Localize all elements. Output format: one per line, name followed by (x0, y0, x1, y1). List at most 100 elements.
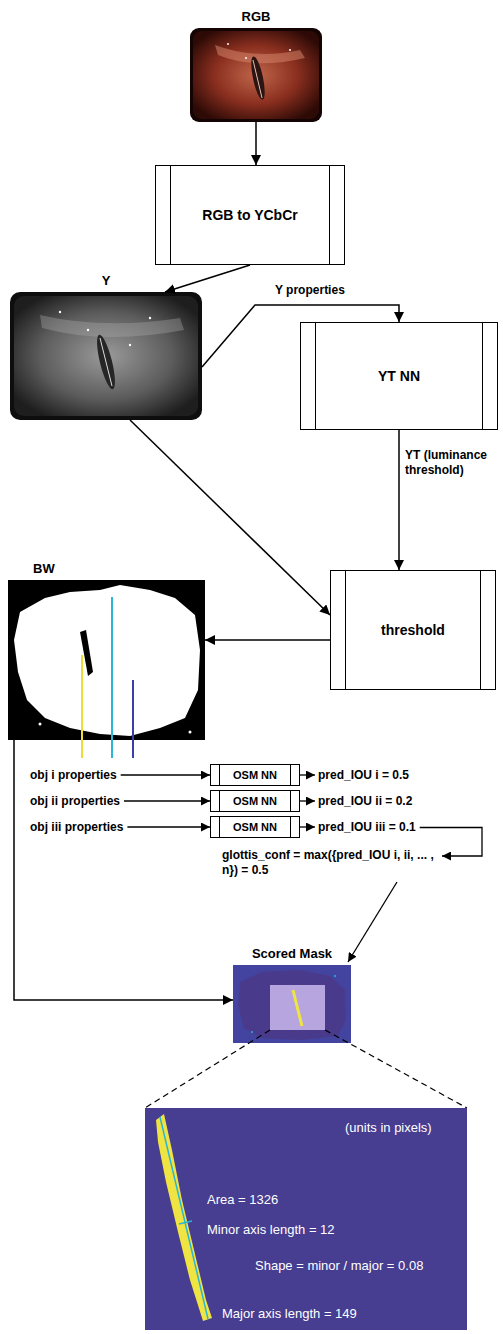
glottis-slit (93, 333, 118, 390)
leader-arrow (127, 826, 210, 827)
leader-arrow (300, 826, 315, 827)
tissue (215, 45, 305, 63)
process-bar (345, 571, 346, 689)
object-leader (111, 597, 113, 758)
image-panel: Y (10, 292, 202, 420)
leader-arrow (300, 800, 315, 801)
process-bar (219, 765, 220, 785)
image-panel: RGB (190, 28, 322, 122)
measurement-text: Minor axis length = 12 (207, 1222, 335, 1238)
leader-arrow (300, 774, 315, 775)
zoom-line (145, 1030, 270, 1108)
process-bar (329, 166, 330, 264)
annotation-label: obj i properties (30, 768, 117, 783)
zoom-box (270, 985, 325, 1030)
glottis-object (293, 990, 302, 1026)
process-bar (315, 323, 316, 429)
glottis-slit (249, 55, 268, 100)
glint (87, 329, 89, 331)
flow-arrow (255, 122, 257, 165)
leader-arrow (348, 882, 397, 962)
process-bar (482, 323, 483, 429)
edge-label: YT (luminance threshold) (405, 448, 490, 478)
box-label: threshold (381, 622, 445, 639)
process-box: RGB to YCbCr (155, 165, 345, 265)
rgb-image (190, 28, 322, 122)
vocal-fold (100, 338, 112, 386)
object-leader (132, 680, 134, 758)
process-box: OSM NN (210, 790, 300, 812)
box-label: YT NN (378, 368, 420, 385)
image-body (233, 965, 351, 1043)
flow-arrow (130, 420, 330, 615)
process-box: YT NN (300, 322, 498, 430)
image-title: RGB (190, 9, 322, 25)
speck (39, 723, 42, 726)
glint (245, 57, 247, 59)
measurement-text: (units in pixels) (345, 1120, 432, 1136)
process-bar (219, 791, 220, 811)
scored-mask-image (233, 965, 351, 1043)
zoom-inset-panel: (units in pixels) Area = 1326Minor axis l… (145, 1108, 467, 1330)
zoom-inset (145, 1108, 467, 1330)
glint (59, 311, 61, 313)
threshold-blob (14, 585, 200, 736)
object-leader (81, 655, 83, 758)
zoom-line (325, 1030, 467, 1108)
glint (289, 49, 291, 51)
glint (149, 317, 151, 319)
annotation-label: obj iii properties (30, 820, 123, 835)
process-bar (290, 791, 291, 811)
image-title: BW (8, 561, 205, 577)
box-label: OSM NN (233, 795, 277, 808)
image-title: Scored Mask (233, 946, 351, 962)
box-label: OSM NN (233, 821, 277, 834)
image-frame (190, 28, 322, 122)
process-bar (480, 571, 481, 689)
flow-arrow (14, 740, 233, 1000)
image-title: Y (10, 273, 202, 289)
speck (251, 1031, 253, 1033)
annotation-label: pred_IOU i = 0.5 (318, 768, 409, 783)
flow-arrow (398, 430, 400, 570)
process-bar (170, 166, 171, 264)
box-label: RGB to YCbCr (202, 207, 297, 224)
glottis-shape (156, 1114, 212, 1321)
annotation-label: pred_IOU ii = 0.2 (318, 794, 412, 809)
annotation-label: glottis_conf = max({pred_IOU i, ii, ... … (222, 848, 437, 878)
speck (189, 731, 192, 734)
measurement-text: Area = 1326 (207, 1192, 278, 1208)
image-panel: BW (8, 580, 205, 740)
annotation-label: obj ii properties (30, 794, 120, 809)
process-bar (219, 817, 220, 837)
speck (334, 975, 336, 977)
vocal-fold (253, 60, 262, 98)
annotation-label: pred_IOU iii = 0.1 (318, 820, 416, 835)
box-label: OSM NN (233, 769, 277, 782)
image-body (8, 580, 205, 740)
tissue (40, 315, 184, 337)
flow-arrow (165, 265, 250, 292)
image-body (14, 296, 198, 416)
binary-image (8, 580, 205, 758)
process-box: OSM NN (210, 764, 300, 786)
major-axis (160, 1117, 208, 1319)
inset-ground (145, 1108, 467, 1330)
image-frame (10, 292, 202, 420)
process-bar (290, 765, 291, 785)
leader-arrow (124, 800, 210, 801)
edge-label: Y properties (275, 283, 345, 298)
glint (129, 344, 131, 346)
measurement-text: Shape = minor / major = 0.08 (255, 1258, 423, 1274)
process-box: threshold (330, 570, 496, 690)
glint (227, 43, 229, 45)
measurement-text: Major axis length = 149 (222, 1306, 357, 1322)
leader-arrow (121, 774, 210, 775)
process-bar (290, 817, 291, 837)
mask-region (238, 970, 346, 1040)
process-box: OSM NN (210, 816, 300, 838)
image-body (193, 31, 319, 119)
luminance-image (10, 292, 202, 420)
minor-axis (179, 1221, 192, 1224)
